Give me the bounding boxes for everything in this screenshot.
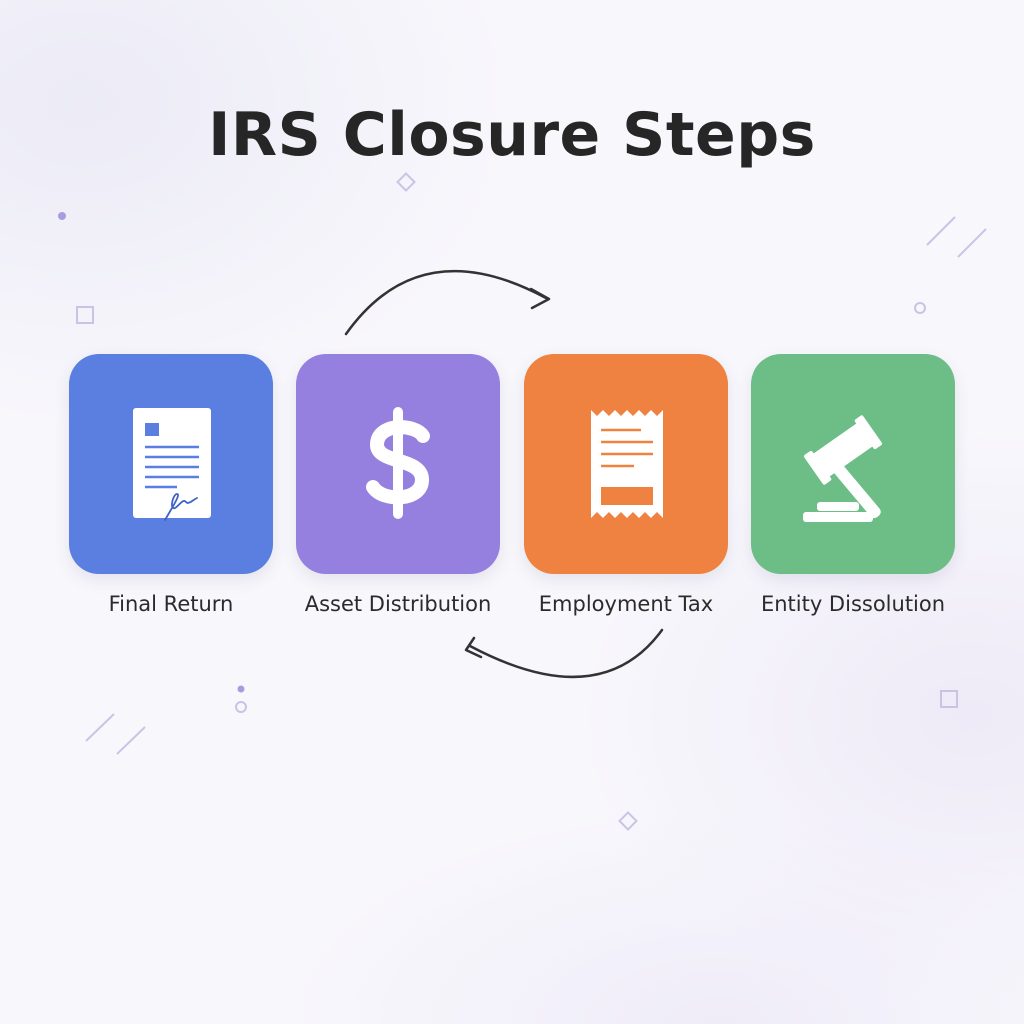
deco-line — [957, 228, 987, 258]
page-title: IRS Closure Steps — [208, 100, 816, 170]
deco-dot-icon — [58, 212, 66, 220]
step-final-return-tile[interactable] — [69, 354, 273, 574]
forward-flow-arrow — [344, 269, 548, 336]
backward-arrowhead-icon — [464, 636, 483, 659]
signed-document-icon — [133, 408, 211, 521]
gavel-icon — [803, 415, 883, 522]
deco-diamond-icon — [618, 811, 638, 831]
forward-arrowhead-icon — [529, 287, 551, 310]
step-final-return-label: Final Return — [108, 592, 234, 616]
step-asset-distribution-label: Asset Distribution — [304, 592, 492, 616]
deco-line — [116, 726, 146, 755]
backward-flow-arrow — [468, 628, 664, 679]
step-asset-distribution-tile[interactable] — [296, 354, 500, 574]
step-entity-dissolution-label: Entity Dissolution — [760, 592, 946, 616]
deco-line — [85, 713, 115, 742]
deco-ring-icon — [235, 701, 247, 713]
deco-line — [926, 216, 956, 246]
dollar-icon — [366, 407, 430, 519]
deco-square-icon — [76, 306, 94, 324]
deco-dot-icon — [237, 685, 245, 693]
step-entity-dissolution-tile[interactable] — [751, 354, 955, 574]
step-employment-tax-label: Employment Tax — [538, 592, 714, 616]
receipt-icon — [591, 410, 663, 518]
deco-ring-icon — [914, 302, 926, 314]
step-employment-tax-tile[interactable] — [524, 354, 728, 574]
deco-diamond-icon — [396, 172, 416, 192]
deco-square-icon — [940, 690, 958, 708]
